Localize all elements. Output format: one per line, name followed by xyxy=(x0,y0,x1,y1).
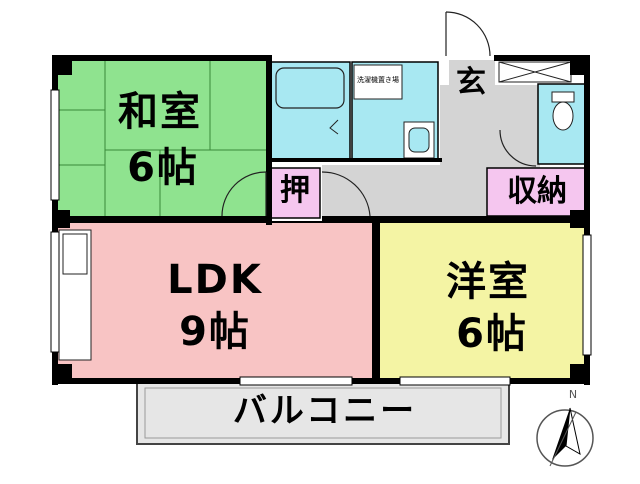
toilet-bowl xyxy=(552,101,574,131)
balcony-label: バルコニー xyxy=(232,391,418,431)
wash-basin-bowl xyxy=(408,127,430,153)
closet-label: 押 xyxy=(280,173,310,208)
balcony-inner-rail xyxy=(144,387,502,439)
ldk-size: 9帖 xyxy=(179,309,251,355)
compass-north-label: N xyxy=(568,388,578,401)
bath-door-mark xyxy=(329,119,339,135)
doors xyxy=(221,11,537,217)
washer-space xyxy=(353,64,403,100)
yoshitsu-name: 洋室 xyxy=(446,259,530,305)
room-ldk xyxy=(56,221,378,381)
toilet-tank xyxy=(551,91,575,103)
closet-oshiire xyxy=(269,167,321,219)
kitchen-sink xyxy=(62,233,88,275)
entrance-label: 玄 xyxy=(456,65,486,100)
balcony xyxy=(136,381,510,445)
yoshitsu-size: 6帖 xyxy=(456,311,528,357)
washitsu-size: 6帖 xyxy=(127,145,199,191)
bathtub xyxy=(275,67,345,109)
windows xyxy=(50,89,592,386)
entrance-floor xyxy=(449,60,495,102)
ldk-name: LDK xyxy=(167,257,263,303)
tatami-lines xyxy=(57,60,268,218)
room-yoshitsu xyxy=(378,221,587,381)
washer-label: 洗濯機置き場 xyxy=(357,76,399,84)
washitsu-name: 和室 xyxy=(118,89,202,135)
room-washitsu xyxy=(56,59,269,219)
compass-icon xyxy=(536,407,594,467)
shoe-box-diag2 xyxy=(498,61,572,83)
storage-label: 収納 xyxy=(507,174,567,209)
